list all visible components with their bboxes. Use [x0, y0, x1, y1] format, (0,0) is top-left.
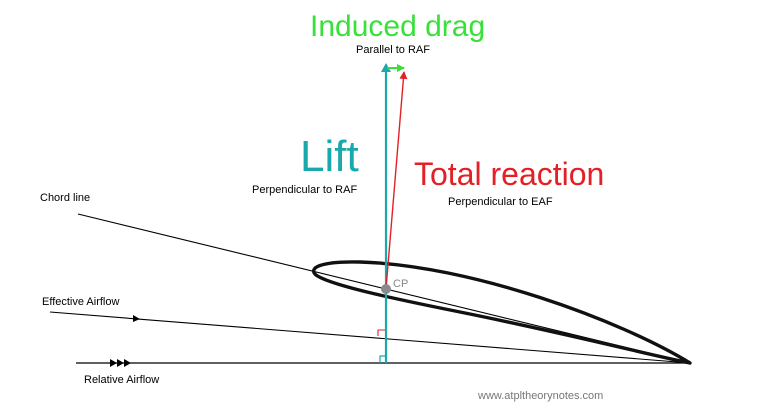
effective-airflow-arrowhead-icon — [133, 315, 140, 322]
right-angle-marker-lift — [379, 355, 386, 363]
total-reaction-title: Total reaction — [414, 156, 605, 192]
cp-point — [381, 284, 391, 294]
lift-arrowhead-icon — [381, 63, 391, 72]
effective-airflow-label: Effective Airflow — [42, 296, 120, 308]
right-angle-marker-total — [377, 329, 385, 336]
airfoil-shape — [312, 260, 692, 365]
lift-title: Lift — [300, 132, 359, 181]
relative-airflow-label: Relative Airflow — [84, 374, 160, 386]
cp-label: CP — [393, 278, 409, 290]
watermark-link: www.atpltheorynotes.com — [478, 390, 604, 402]
perpendicular-to-raf-label: Perpendicular to RAF — [252, 184, 358, 196]
effective-airflow-line — [49, 311, 691, 364]
relative-airflow-arrowheads-icon — [110, 359, 131, 367]
induced-drag-title: Induced drag — [310, 10, 486, 43]
parallel-to-raf-label: Parallel to RAF — [356, 44, 430, 56]
total-reaction-vector — [385, 71, 408, 290]
chord-line-label: Chord line — [40, 192, 91, 204]
perpendicular-to-eaf-label: Perpendicular to EAF — [448, 196, 553, 208]
